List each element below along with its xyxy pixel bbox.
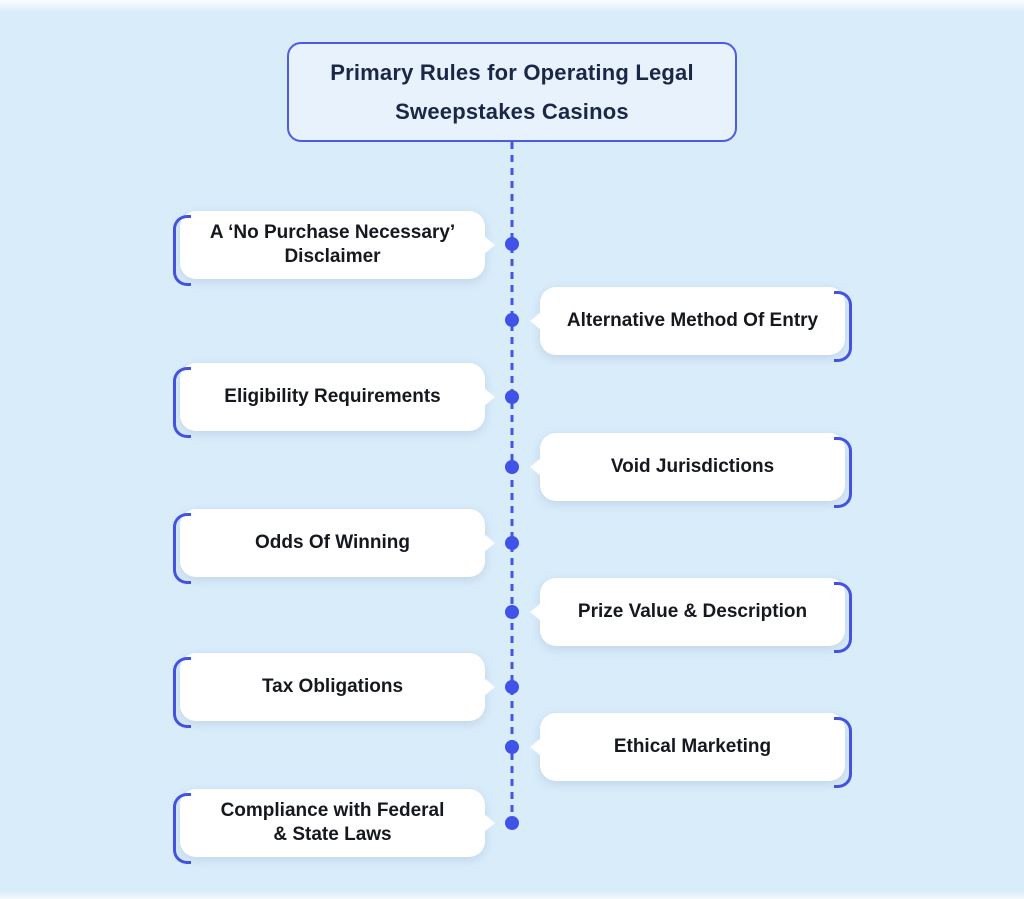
rule-card-alternative-method-of-entry: Alternative Method Of Entry (540, 287, 852, 362)
rule-card-odds-of-winning: Odds Of Winning (173, 509, 485, 584)
timeline-dot (505, 536, 519, 550)
top-edge-highlight (0, 0, 1024, 12)
rule-card-void-jurisdictions: Void Jurisdictions (540, 433, 852, 508)
timeline-dot (505, 816, 519, 830)
rule-label: Eligibility Requirements (224, 386, 441, 407)
rule-card-compliance-federal-state-laws: Compliance with Federal & State Laws (173, 789, 485, 864)
rule-card-ethical-marketing: Ethical Marketing (540, 713, 852, 788)
title-box: Primary Rules for Operating Legal Sweeps… (287, 42, 737, 142)
timeline-dot (505, 460, 519, 474)
rule-label: A ‘No Purchase Necessary’ Disclaimer (209, 222, 456, 267)
rule-card-no-purchase-disclaimer: A ‘No Purchase Necessary’ Disclaimer (173, 211, 485, 286)
timeline-dot (505, 605, 519, 619)
timeline-dot (505, 313, 519, 327)
rule-label: Tax Obligations (261, 676, 404, 697)
rule-label: Void Jurisdictions (610, 456, 775, 477)
timeline-dot (505, 680, 519, 694)
rule-card-tax-obligations: Tax Obligations (173, 653, 485, 728)
bottom-edge-highlight (0, 891, 1024, 899)
timeline-dashed-line (510, 142, 514, 824)
timeline-dot (505, 237, 519, 251)
title-line-2: Sweepstakes Casinos (395, 99, 629, 124)
timeline-dot (505, 390, 519, 404)
rule-label: Alternative Method Of Entry (566, 310, 819, 331)
timeline-dot (505, 740, 519, 754)
rule-label: Odds Of Winning (255, 532, 410, 553)
rule-label: Prize Value & Description (577, 601, 808, 622)
rule-label: Ethical Marketing (613, 736, 772, 757)
title-line-1: Primary Rules for Operating Legal (330, 60, 694, 85)
rule-label: Compliance with Federal & State Laws (220, 800, 445, 845)
rule-card-eligibility-requirements: Eligibility Requirements (173, 363, 485, 438)
rule-card-prize-value-description: Prize Value & Description (540, 578, 852, 653)
